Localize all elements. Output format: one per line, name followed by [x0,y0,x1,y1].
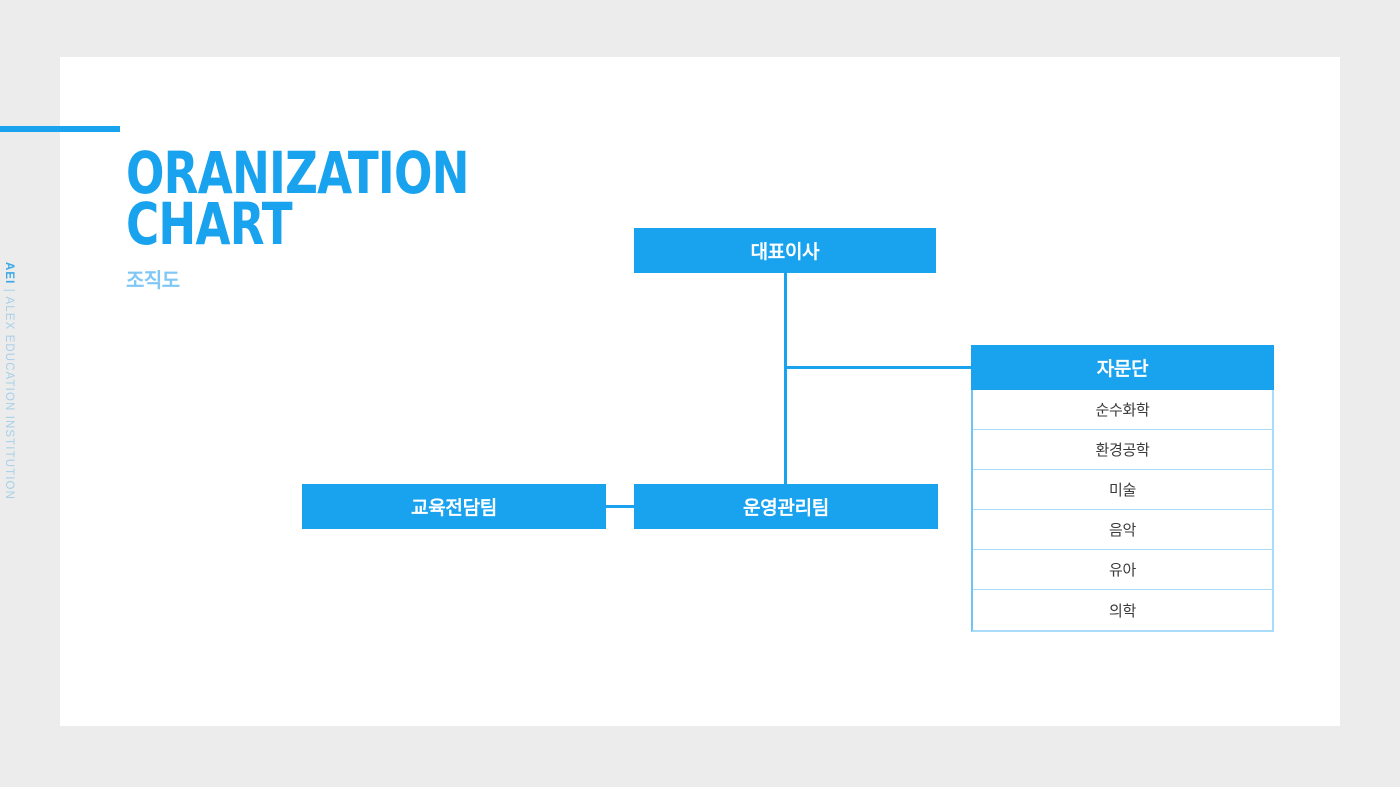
accent-bar [0,126,120,132]
org-node-operations-label: 운영관리팀 [743,498,829,519]
org-node-ceo-label: 대표이사 [750,242,820,263]
list-item[interactable]: 환경공학 [973,430,1272,470]
advisory-member-label: 의학 [1108,602,1136,620]
advisory-member-list: 순수화학 환경공학 미술 음악 유아 의학 [971,390,1274,632]
list-item[interactable]: 순수화학 [973,390,1272,430]
list-item[interactable]: 의학 [973,590,1272,630]
org-node-operations[interactable]: 운영관리팀 [634,484,938,529]
page-title: ORANIZATION CHART [126,139,470,259]
list-item[interactable]: 유아 [973,550,1272,590]
advisory-member-label: 순수화학 [1095,402,1150,419]
list-item[interactable]: 음악 [973,510,1272,550]
advisory-member-label: 음악 [1108,522,1136,539]
advisory-member-label: 미술 [1108,482,1136,499]
connector-ceo-to-advisory [784,366,974,369]
org-node-education[interactable]: 교육전담팀 [302,484,606,529]
list-item[interactable]: 미술 [973,470,1272,510]
page-subtitle: 조직도 [126,270,180,293]
org-node-ceo[interactable]: 대표이사 [634,228,936,273]
advisory-panel-header-label: 자문단 [1096,359,1149,380]
connector-ceo-to-operations [784,273,787,484]
advisory-member-label: 환경공학 [1095,442,1150,459]
org-node-education-label: 교육전담팀 [411,498,497,519]
advisory-panel-header[interactable]: 자문단 [971,345,1274,390]
connector-operations-to-education [606,505,636,508]
title-block: ORANIZATION CHART 조직도 [126,139,546,293]
advisory-panel: 자문단 순수화학 환경공학 미술 음악 유아 의학 [971,345,1274,632]
advisory-member-label: 유아 [1108,562,1136,579]
